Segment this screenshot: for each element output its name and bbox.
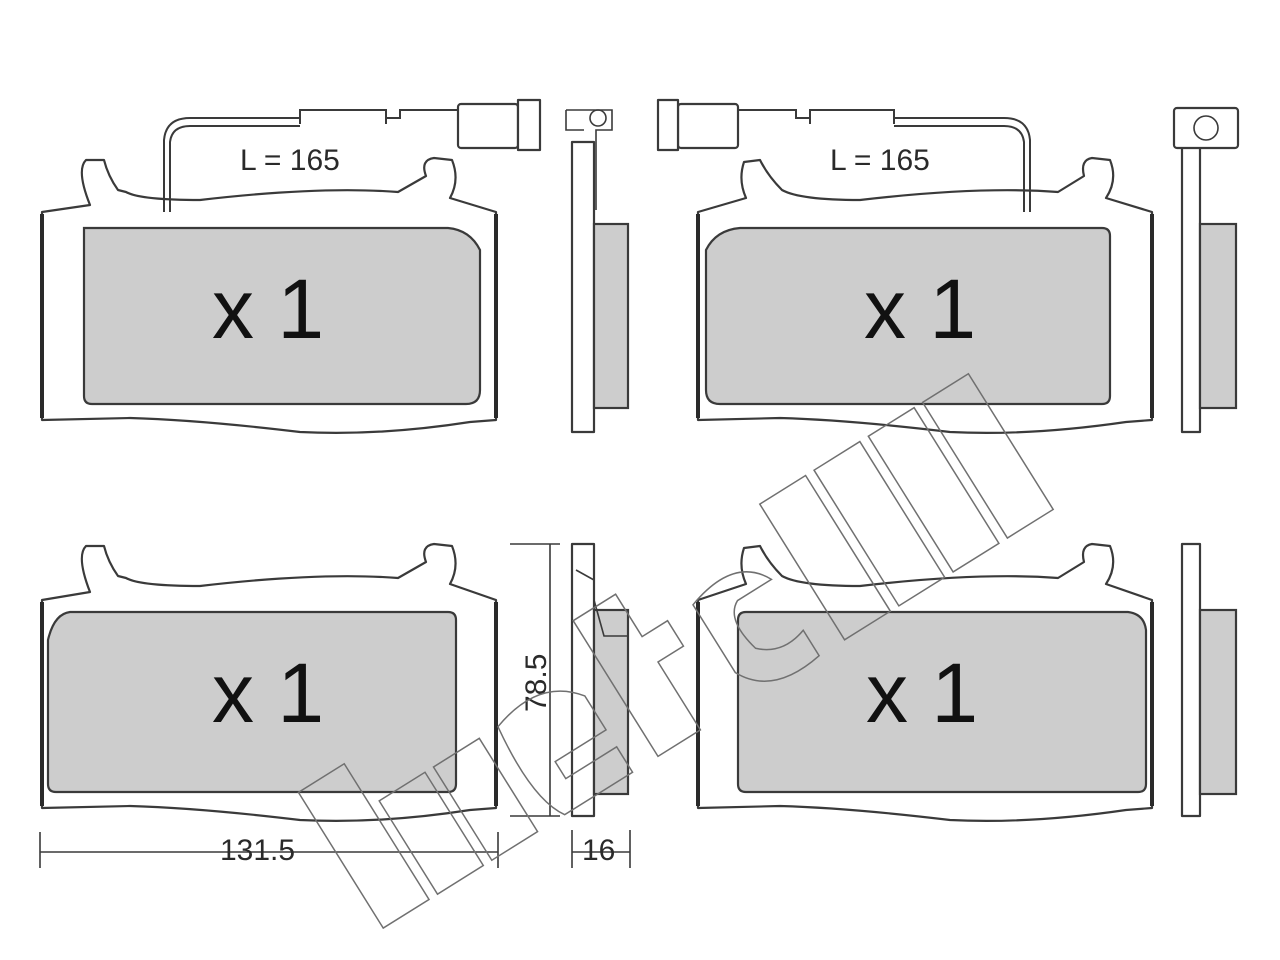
thickness-value: 16 [582, 834, 615, 867]
height-value: 78.5 [520, 654, 553, 712]
sensor-connector [676, 102, 740, 150]
dimension-line [39, 832, 499, 868]
side-friction-material [592, 608, 630, 796]
sensor-connector-tip [656, 98, 680, 152]
pad-bottom-left: x 1 [40, 542, 498, 822]
wm-stroke [692, 571, 821, 682]
wm-stroke [378, 771, 485, 896]
pad-side-view-bottom-left [570, 542, 630, 818]
quantity-label: x 1 [866, 646, 978, 740]
side-clip [1172, 106, 1240, 150]
pad-top-left: L = 165 x 1 [40, 98, 542, 434]
quantity-label: x 1 [212, 646, 324, 740]
side-backing-plate [570, 140, 596, 434]
wire-inner-line [894, 125, 1025, 212]
wire-inner-line [169, 125, 300, 212]
pad-side-view-bottom-right [1180, 542, 1238, 818]
wear-sensor-wire [738, 109, 1031, 212]
friction-material [704, 226, 1112, 406]
pad-bottom-right: x 1 [696, 542, 1154, 822]
wm-stroke [572, 593, 702, 758]
wire-length-label: L = 165 [240, 144, 340, 177]
sensor-connector-tip [516, 98, 542, 152]
side-friction-material [1198, 608, 1238, 796]
metelli-watermark-logo [297, 372, 1055, 930]
friction-material [46, 610, 458, 794]
dimension-width: 131.5 [39, 832, 499, 868]
side-connector [1193, 115, 1219, 141]
quantity-label: x 1 [212, 262, 324, 356]
pad-side-view-top-right [1172, 106, 1240, 434]
wm-stroke [813, 440, 946, 607]
sensor-connector [456, 102, 520, 150]
dimension-line [571, 830, 631, 868]
side-backing-plate [1180, 140, 1202, 434]
width-value: 131.5 [220, 834, 295, 867]
wire-length-label: L = 165 [830, 144, 930, 177]
dimension-thickness: 16 [571, 830, 631, 868]
side-connector [589, 109, 607, 127]
wm-stroke [867, 406, 1000, 574]
pad-side-view-top-left [565, 109, 630, 434]
side-backing-plate [570, 542, 596, 818]
side-step [575, 569, 628, 637]
side-friction-material [1198, 222, 1238, 410]
dimension-height: 78.5 [510, 543, 560, 817]
friction-material [736, 610, 1148, 794]
wm-stroke [497, 690, 634, 816]
quantity-label: x 1 [864, 262, 976, 356]
wm-stroke [921, 372, 1055, 540]
wm-stroke [297, 762, 431, 930]
friction-material [82, 226, 482, 406]
wm-stroke [758, 474, 892, 641]
side-friction-material [592, 222, 630, 410]
dimension-line [510, 543, 560, 817]
pad-top-right: L = 165 x 1 [656, 98, 1154, 434]
side-backing-plate [1180, 542, 1202, 818]
wm-stroke [432, 737, 539, 862]
wear-sensor-wire [163, 109, 458, 212]
